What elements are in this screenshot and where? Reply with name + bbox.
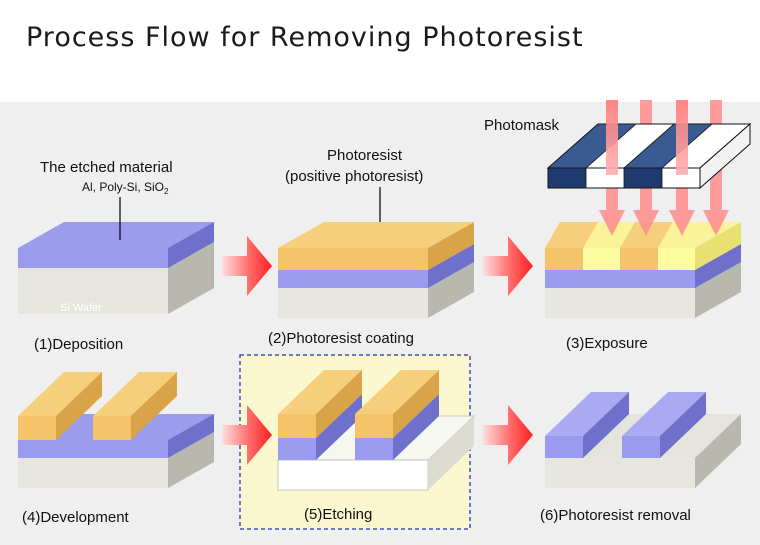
etched-material-examples: Al, Poly-Si, SiO2 xyxy=(82,180,169,196)
flow-arrow-2-3 xyxy=(483,236,533,296)
photomask-label: Photomask xyxy=(484,117,560,134)
step-6-removal-illustration xyxy=(545,392,741,488)
photoresist-label: Photoresist xyxy=(327,147,403,164)
step-5-label: (5)Etching xyxy=(304,506,372,523)
step-1-deposition-illustration xyxy=(18,222,214,314)
flow-arrow-5-6 xyxy=(483,405,533,465)
step-3-label: (3)Exposure xyxy=(566,335,648,352)
photoresist-type-label: (positive photoresist) xyxy=(285,168,423,185)
step-5-etching-illustration xyxy=(277,370,475,491)
flow-arrow-1-2 xyxy=(222,236,272,296)
step-2-label: (2)Photoresist coating xyxy=(268,330,414,347)
step-4-label: (4)Development xyxy=(22,509,130,526)
photomask xyxy=(546,122,752,190)
flow-arrow-4-5 xyxy=(222,405,272,465)
etched-material-label: The etched material xyxy=(40,159,173,176)
wafer-label: Si Wafer xyxy=(60,302,102,314)
step-3-exposure-illustration xyxy=(545,222,741,318)
step-4-development-illustration xyxy=(18,372,214,488)
exposure-light-beams-front xyxy=(606,100,688,175)
page-title: Process Flow for Removing Photoresist xyxy=(26,22,584,53)
step-2-coating-illustration xyxy=(278,222,474,318)
step-1-label: (1)Deposition xyxy=(34,336,123,353)
step-6-label: (6)Photoresist removal xyxy=(540,507,691,524)
